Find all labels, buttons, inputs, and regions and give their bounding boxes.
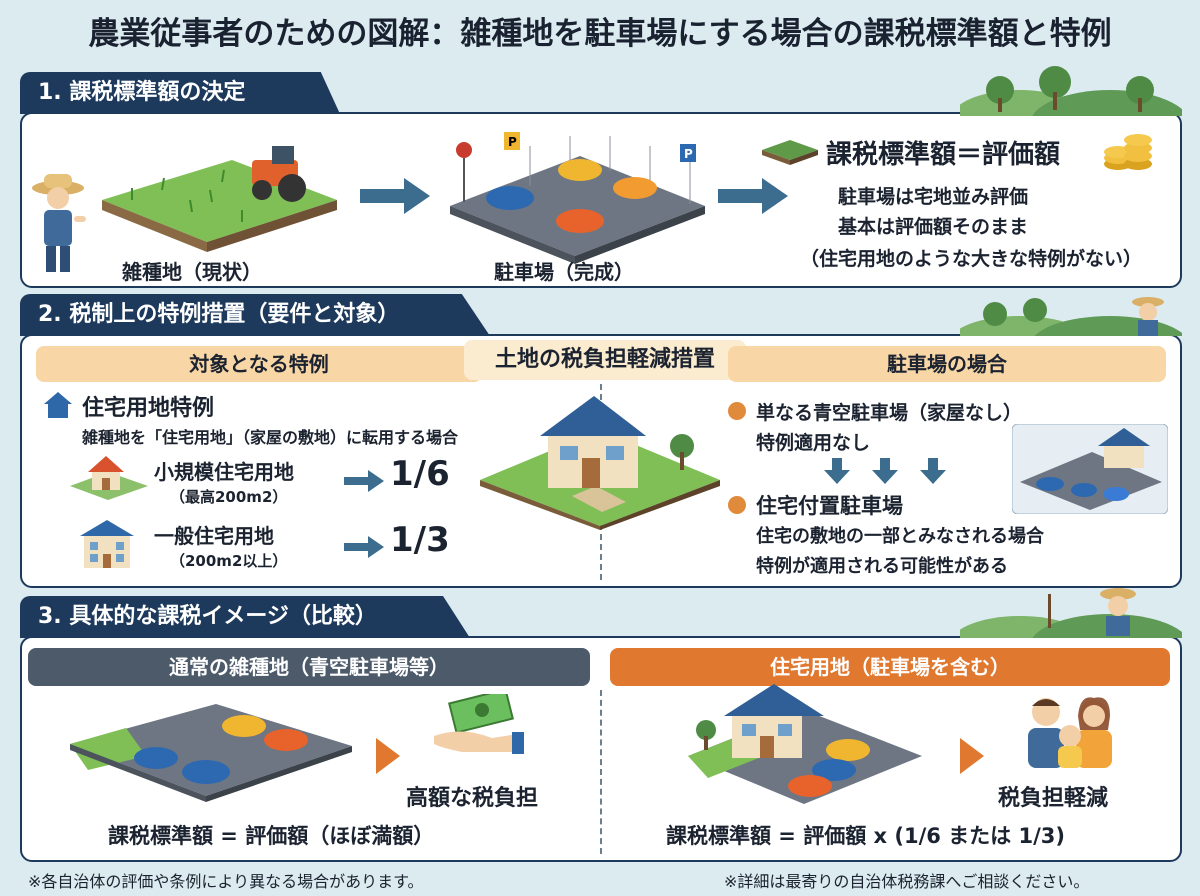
farmer-icon — [32, 174, 86, 272]
right-header-bar: 駐車場の場合 — [728, 346, 1166, 382]
svg-text:P: P — [684, 147, 693, 161]
footer-left-note: ※各自治体の評価や条例により異なる場合があります。 — [28, 872, 424, 891]
general-sub: （200m2以上） — [170, 552, 288, 570]
desc2: 基本は評価額そのまま — [838, 216, 1029, 238]
left-header-bar: 対象となる特例 — [36, 346, 482, 382]
left-result: 高額な税負担 — [406, 786, 539, 811]
left-formula: 課税標準額 = 評価額（ほぼ満額） — [108, 824, 435, 848]
desc1: 駐車場は宅地並み評価 — [838, 186, 1029, 208]
small-house-icon — [70, 456, 148, 500]
bullet-dot — [728, 402, 746, 420]
svg-text:P: P — [508, 135, 517, 149]
right-compare-header: 住宅用地（駐車場を含む） — [610, 648, 1170, 686]
bullet-dot — [728, 496, 746, 514]
section1-tab: 1. 課税標準額の決定 — [20, 72, 340, 114]
arrow-right-icon — [344, 536, 384, 558]
field-tractor-illustration — [102, 146, 337, 252]
triangle-arrow-icon — [960, 738, 984, 774]
house-parking-illustration — [688, 684, 922, 804]
open-parking-illustration — [70, 704, 352, 802]
center-header-bar: 土地の税負担軽減措置 — [464, 340, 746, 380]
page-title: 農業従事者のための図解：雑種地を駐車場にする場合の課税標準額と特例 — [88, 16, 1112, 52]
down-arrows-icon — [824, 458, 946, 484]
land-tile-icon — [762, 140, 818, 165]
triangle-arrow-icon — [376, 738, 400, 774]
coins-icon — [1104, 134, 1152, 170]
small-title: 小規模住宅用地 — [154, 460, 294, 484]
parking-lot-illustration: P P — [450, 132, 705, 264]
hills-illustration-1 — [960, 66, 1182, 116]
general-ratio: 1/3 — [390, 520, 450, 560]
label-after: 駐車場（完成） — [494, 260, 634, 284]
house-on-land-illustration — [480, 396, 720, 530]
hills-farmer-illustration-3 — [960, 588, 1182, 638]
small-ratio: 1/6 — [390, 454, 450, 494]
formula-1: 課税標準額＝評価額 — [826, 140, 1061, 170]
home-icon — [44, 392, 72, 418]
right-result: 税負担軽減 — [998, 786, 1109, 811]
right-item2-desc2: 特例が適用される可能性がある — [756, 556, 1008, 577]
footer-right-note: ※詳細は最寄りの自治体税務課へご相談ください。 — [724, 872, 1090, 891]
arrow-right-icon — [360, 178, 430, 214]
left-compare-header: 通常の雑種地（青空駐車場等） — [28, 648, 590, 686]
label-before: 雑種地（現状） — [122, 260, 262, 284]
small-sub: （最高200m2） — [170, 488, 288, 506]
arrow-right-icon — [718, 178, 788, 214]
right-formula: 課税標準額 = 評価額 x (1/6 または 1/3) — [666, 824, 1065, 848]
residential-desc: 雑種地を「住宅用地」（家屋の敷地）に転用する場合 — [82, 428, 459, 447]
residential-title: 住宅用地特例 — [82, 396, 215, 421]
right-item2-desc1: 住宅の敷地の一部とみなされる場合 — [756, 526, 1044, 547]
desc3: （住宅用地のような大きな特例がない） — [800, 248, 1143, 270]
right-item1-title: 単なる青空駐車場（家屋なし） — [756, 402, 1023, 424]
arrow-right-icon — [344, 470, 384, 492]
divider-3 — [600, 690, 602, 854]
right-item1-desc: 特例適用なし — [756, 432, 871, 454]
money-hand-icon — [434, 694, 524, 754]
parking-house-illustration — [1012, 424, 1168, 514]
general-title: 一般住宅用地 — [154, 524, 274, 548]
general-house-icon — [80, 520, 134, 568]
section3-tab: 3. 具体的な課税イメージ（比較） — [20, 596, 470, 638]
family-icon — [1028, 697, 1112, 768]
section2-tab: 2. 税制上の特例措置（要件と対象） — [20, 294, 490, 336]
hills-farmer-illustration-2 — [960, 297, 1182, 336]
right-item2-title: 住宅付置駐車場 — [756, 494, 903, 518]
